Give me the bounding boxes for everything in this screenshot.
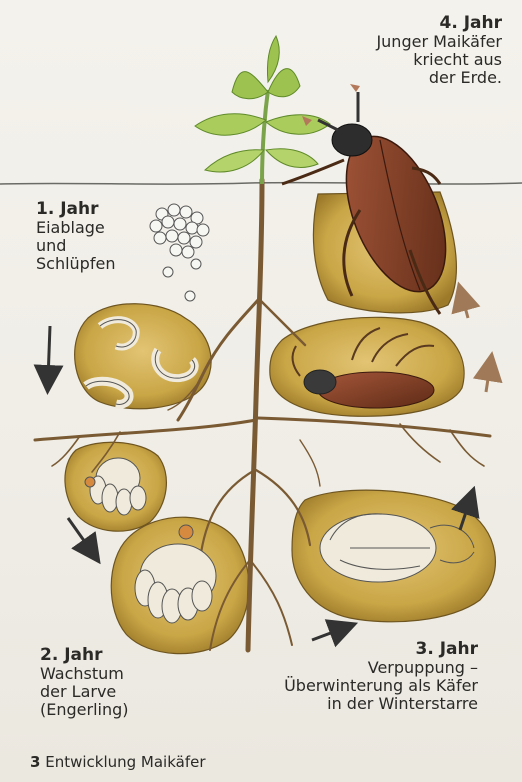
stage-year4-line3: der Erde.: [376, 69, 502, 87]
plant-sprout-icon: [195, 36, 330, 184]
stage-year2-line2: der Larve: [40, 683, 129, 701]
stage-year3-title: 3. Jahr: [284, 640, 478, 659]
stage-year4-line2: kriecht aus: [376, 51, 502, 69]
stage-year3-label: 3. Jahr Verpuppung – Überwinterung als K…: [284, 640, 478, 713]
stage-year4-title: 4. Jahr: [376, 14, 502, 33]
figure-caption: 3 Entwicklung Maikäfer: [30, 753, 206, 771]
stage-year4-line1: Junger Maikäfer: [376, 33, 502, 51]
stage-year1-line2: und: [36, 237, 115, 255]
stage-year3-line3: in der Winterstarre: [284, 695, 478, 713]
figure-caption-text: Entwicklung Maikäfer: [45, 753, 205, 771]
stage-year2-label: 2. Jahr Wachstum der Larve (Engerling): [40, 646, 129, 719]
stage-year3-line2: Überwinterung als Käfer: [284, 677, 478, 695]
stage-year1-line3: Schlüpfen: [36, 255, 115, 273]
stage-year2-title: 2. Jahr: [40, 646, 129, 665]
stage-year2-line3: (Engerling): [40, 701, 129, 719]
stage-year1-title: 1. Jahr: [36, 200, 115, 219]
figure-caption-number: 3: [30, 753, 40, 771]
stage-year1-label: 1. Jahr Eiablage und Schlüpfen: [36, 200, 115, 273]
stage-year4-label: 4. Jahr Junger Maikäfer kriecht aus der …: [376, 14, 502, 87]
stage-year1-line1: Eiablage: [36, 219, 115, 237]
stage-year3-line1: Verpuppung –: [284, 659, 478, 677]
stage-year2-line1: Wachstum: [40, 665, 129, 683]
egg-cluster-icon: [150, 204, 209, 301]
